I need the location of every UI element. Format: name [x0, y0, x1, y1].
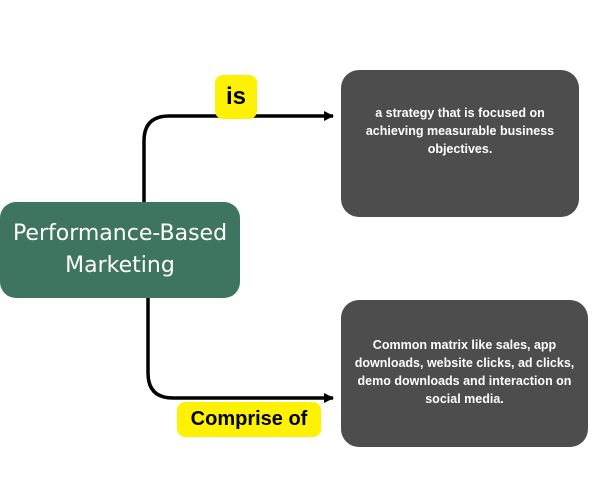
- top-connector-arrow: [142, 111, 334, 202]
- central-node-line1: Performance-Based: [12, 221, 228, 246]
- central-node: Performance-Based Marketing: [0, 202, 240, 298]
- relation-label-comprise-of: Comprise of: [177, 402, 321, 437]
- definition-text: a strategy that is focused on achieving …: [365, 106, 555, 156]
- components-box: Common matrix like sales, app downloads,…: [341, 300, 588, 447]
- definition-box: a strategy that is focused on achieving …: [341, 70, 579, 217]
- components-text: Common matrix like sales, app downloads,…: [354, 338, 575, 406]
- central-node-line2: Marketing: [65, 253, 175, 278]
- relation-label-is: is: [215, 75, 257, 119]
- bottom-connector-arrow: [146, 298, 334, 403]
